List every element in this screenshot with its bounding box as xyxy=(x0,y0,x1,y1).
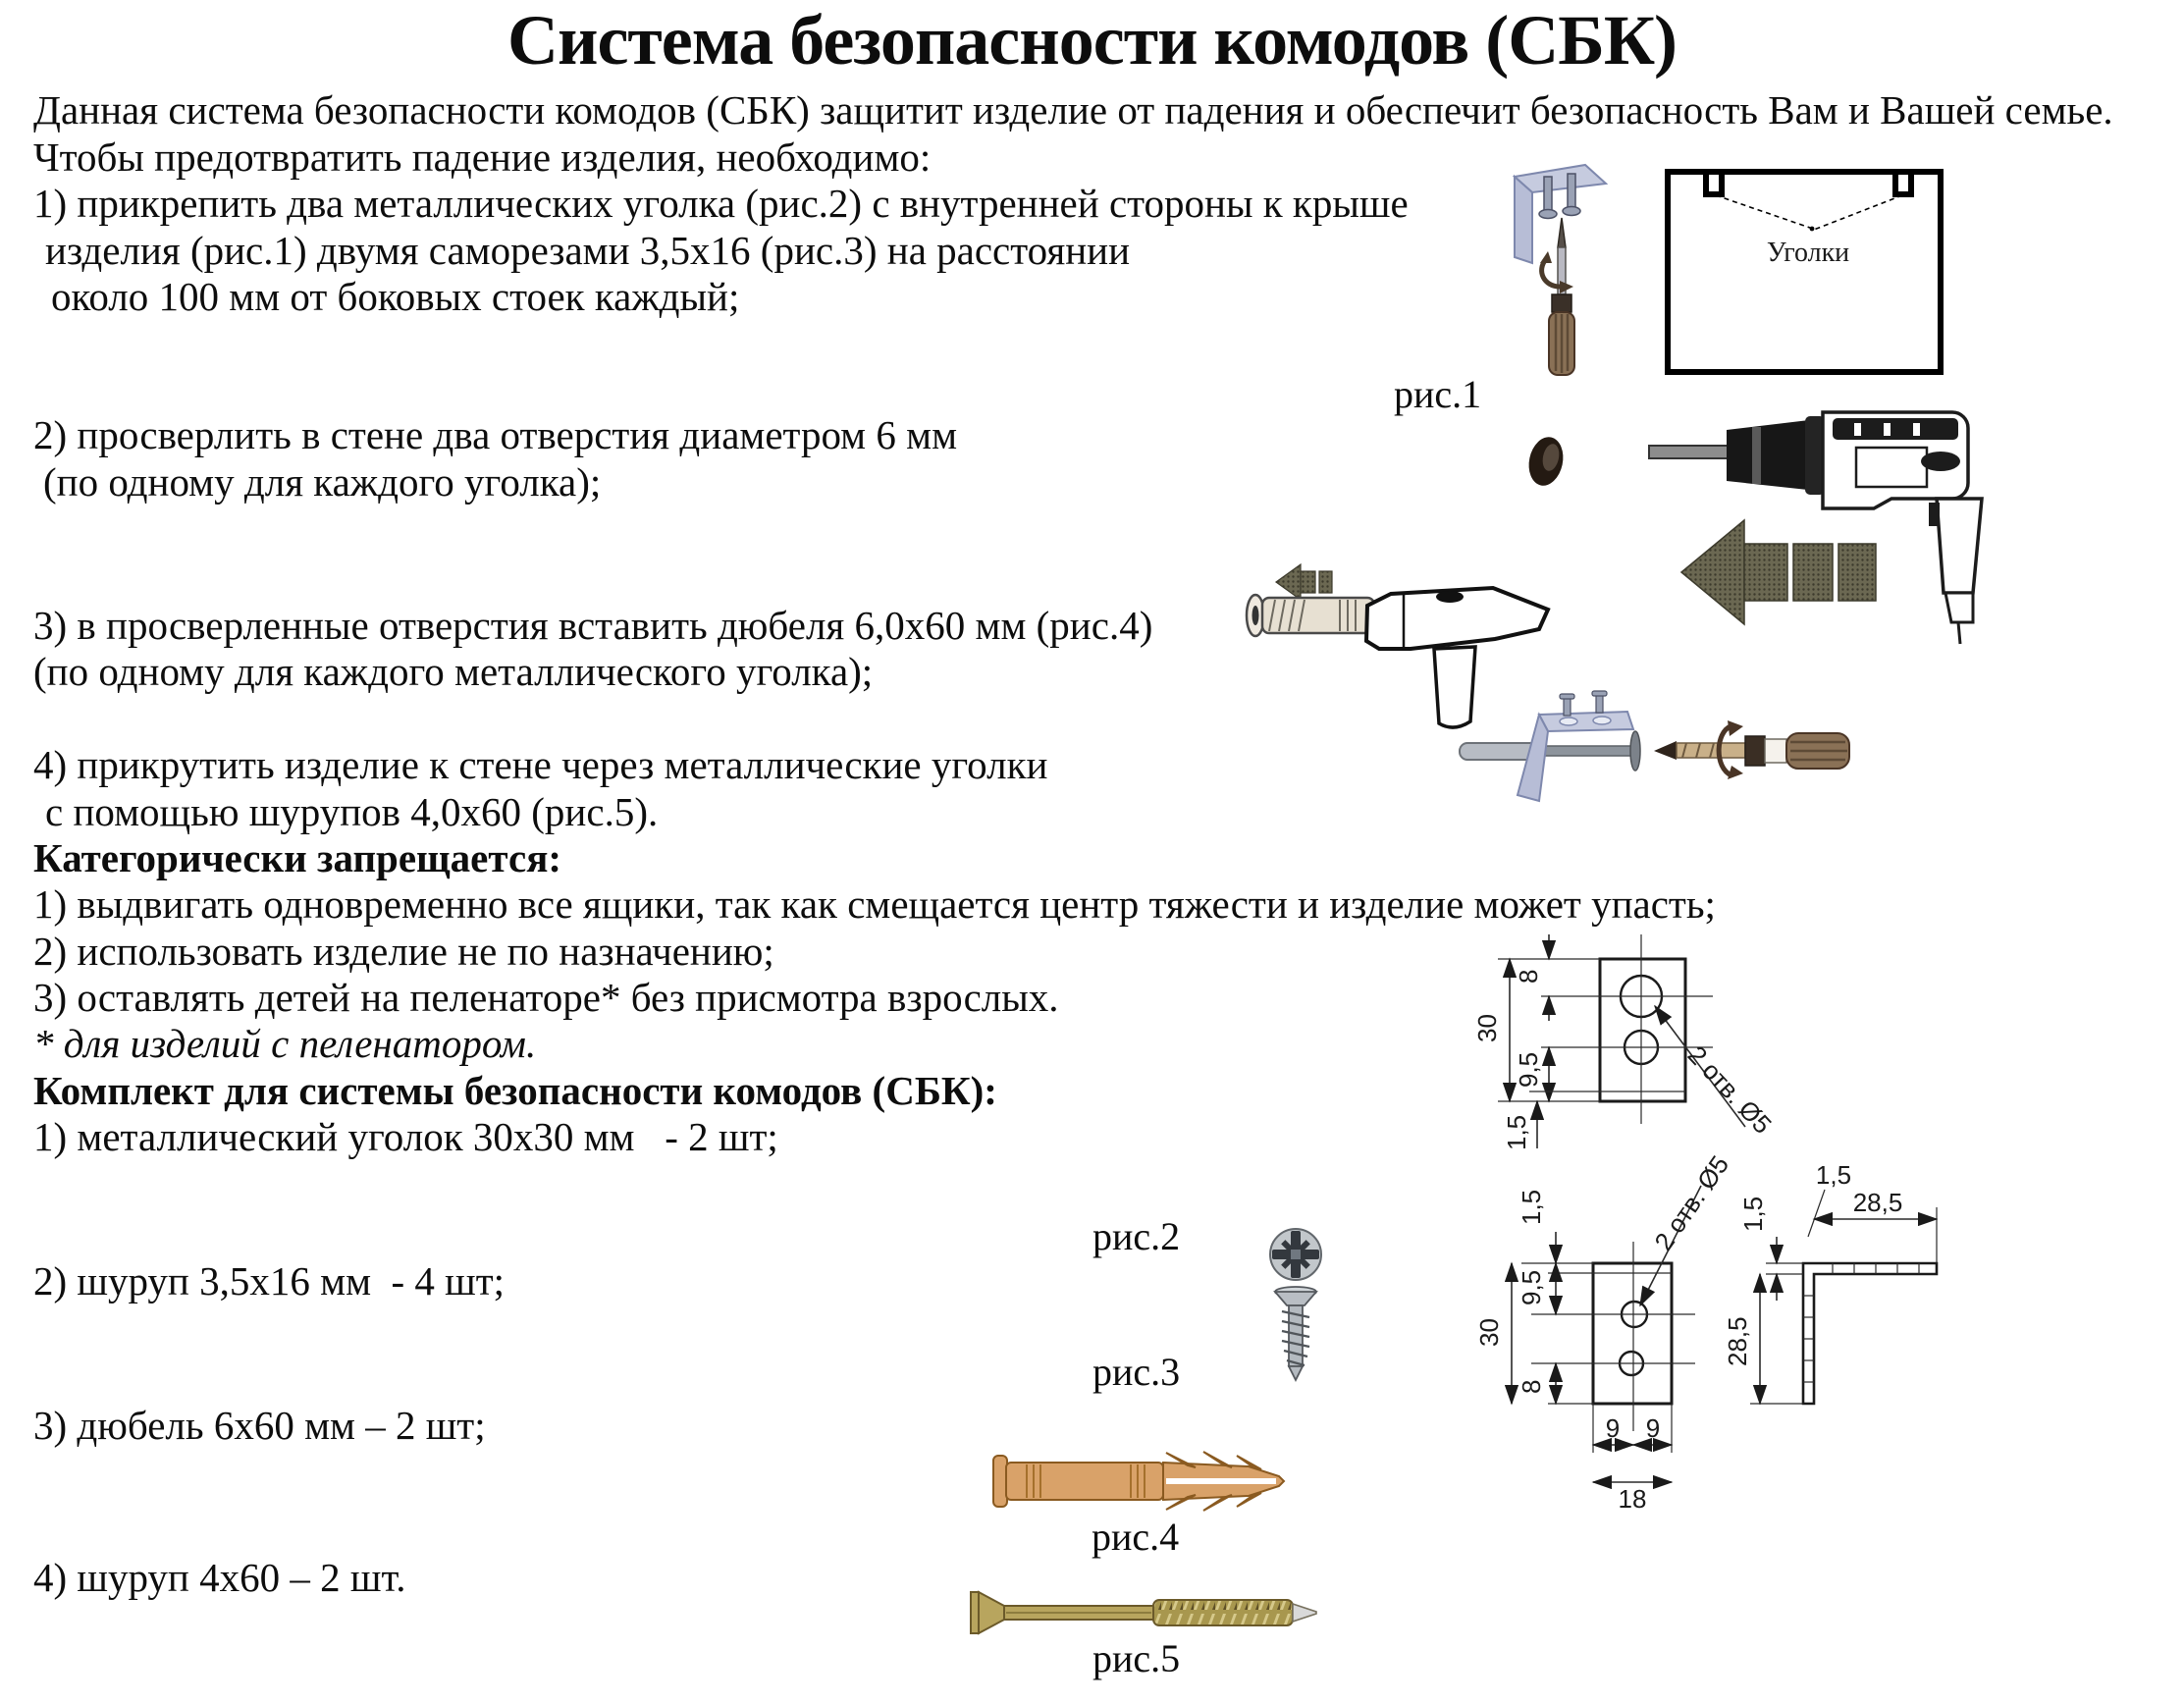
screw-head-top-view-icon xyxy=(1269,1228,1322,1281)
kit-header: Комплект для системы безопасности комодо… xyxy=(33,1068,997,1113)
dim-1-5: 1,5 xyxy=(1502,1115,1531,1150)
kit-item-1: 1) металлический уголок 30х30 мм - 2 шт; xyxy=(33,1114,778,1159)
corners-label: Уголки xyxy=(1767,238,1849,268)
bracket-screwing-illustration xyxy=(1459,690,1850,803)
dresser-outline xyxy=(1665,169,1944,375)
dim-8: 8 xyxy=(1514,970,1543,984)
page-title: Система безопасности комодов (СБК) xyxy=(506,1,1678,80)
callout-lines xyxy=(1715,194,1903,231)
long-screw-icon xyxy=(970,1590,1317,1635)
forbidden-item-3: 3) оставлять детей на пеленаторе* без пр… xyxy=(33,975,1059,1020)
wall-dowel-icon xyxy=(1245,593,1376,638)
step-4-line-b: с помощью шурупов 4,0х60 (рис.5). xyxy=(45,789,659,834)
drill-icon xyxy=(1648,410,1984,645)
intro-line-1: Данная система безопасности комодов (СБК… xyxy=(33,87,2113,133)
dim-28-5-left: 28,5 xyxy=(1723,1316,1752,1366)
part-outline xyxy=(1801,1261,1939,1406)
dowel-icon xyxy=(992,1451,1286,1512)
wall-screw-icon xyxy=(1459,730,1641,772)
drill-illustration xyxy=(1528,410,1984,645)
step-1-line-c: около 100 мм от боковых стоек каждый; xyxy=(51,274,740,319)
big-arrow-left-icon xyxy=(1679,518,1877,626)
metal-bracket-icon xyxy=(1516,690,1635,803)
step-4-line-a: 4) прикрутить изделие к стене через мета… xyxy=(33,742,1048,787)
figure-4-label: рис.4 xyxy=(1092,1515,1180,1559)
forbidden-header: Категорически запрещается: xyxy=(33,835,562,880)
part-outline xyxy=(1531,1242,1695,1431)
forbidden-item-1: 1) выдвигать одновременно все ящики, так… xyxy=(33,881,1716,927)
corner-bracket-screwdriver-illustration xyxy=(1512,163,1609,376)
step-1-line-a: 1) прикрепить два металлических уголка (… xyxy=(33,181,1409,226)
hammer-icon xyxy=(1363,585,1551,729)
figure-2-label: рис.2 xyxy=(1092,1214,1181,1258)
figure-3-label: рис.3 xyxy=(1092,1350,1181,1394)
dim-9-5: 9,5 xyxy=(1517,1270,1546,1305)
dim-9-5: 9,5 xyxy=(1514,1052,1543,1088)
hammer-dowel-illustration xyxy=(1245,562,1551,729)
dim-9a: 9 xyxy=(1606,1413,1620,1443)
dim-30: 30 xyxy=(1474,1318,1504,1347)
callout-dot xyxy=(1809,226,1815,232)
screwdriver-icon xyxy=(1654,720,1850,779)
figure-1-label: рис.1 xyxy=(1394,372,1482,416)
dim-9b: 9 xyxy=(1646,1413,1660,1443)
drilled-hole-icon xyxy=(1528,437,1564,486)
bracket-drawing-front: 1,5 9,5 30 8 9 9 18 2 отв. Ø5 xyxy=(1474,1150,1734,1514)
kit-item-4: 4) шуруп 4х60 – 2 шт. xyxy=(33,1555,406,1600)
bracket-drawing-side: 1,5 28,5 1,5 28,5 xyxy=(1723,1160,1939,1406)
step-2-line-b: (по одному для каждого уголка); xyxy=(43,459,602,505)
dresser-top-view-diagram: Уголки xyxy=(1665,169,1944,375)
dim-1-5-left: 1,5 xyxy=(1738,1197,1768,1232)
dim-1-5: 1,5 xyxy=(1517,1190,1546,1225)
small-arrow-left-icon xyxy=(1274,562,1333,602)
step-2-line-a: 2) просверлить в стене два отверстия диа… xyxy=(33,412,958,457)
step-3-line-a: 3) в просверленные отверстия вставить дю… xyxy=(33,603,1153,648)
step-3-line-b: (по одному для каждого металлического уг… xyxy=(33,649,874,694)
kit-item-3: 3) дюбель 6х60 мм – 2 шт; xyxy=(33,1403,486,1448)
bracket-drawing-top: 30 8 9,5 1,5 2 отв. Ø5 xyxy=(1472,934,1778,1150)
screw-head-and-side-illustration xyxy=(1269,1228,1322,1383)
metal-bracket-icon xyxy=(1512,163,1609,265)
kit-item-2: 2) шуруп 3,5х16 мм - 4 шт; xyxy=(33,1258,506,1304)
screw-side-view-icon xyxy=(1273,1286,1318,1383)
forbidden-item-2: 2) использовать изделие не по назначению… xyxy=(33,929,774,974)
dimensions: 1,5 28,5 1,5 28,5 xyxy=(1723,1160,1939,1406)
screw-icon xyxy=(1538,173,1581,220)
dim-8: 8 xyxy=(1517,1380,1546,1394)
step-1-line-b: изделия (рис.1) двумя саморезами 3,5х16 … xyxy=(45,228,1131,273)
part-outline xyxy=(1541,934,1713,1124)
figure-5-label: рис.5 xyxy=(1092,1636,1181,1680)
bracket-marker-right xyxy=(1892,173,1914,197)
holes-callout: 2 отв. Ø5 xyxy=(1682,1040,1778,1140)
bracket-marker-left xyxy=(1703,173,1725,197)
footnote: * для изделий с пеленатором. xyxy=(33,1021,537,1066)
dim-30: 30 xyxy=(1472,1014,1502,1042)
dowel-illustration xyxy=(992,1451,1286,1512)
intro-line-2: Чтобы предотвратить падение изделия, нео… xyxy=(33,134,932,180)
dim-18: 18 xyxy=(1619,1484,1647,1514)
dim-28-5-top: 28,5 xyxy=(1853,1188,1903,1217)
dim-1-5-top: 1,5 xyxy=(1816,1160,1851,1190)
long-screw-illustration xyxy=(970,1590,1317,1635)
screwdriver-icon xyxy=(1539,217,1575,376)
